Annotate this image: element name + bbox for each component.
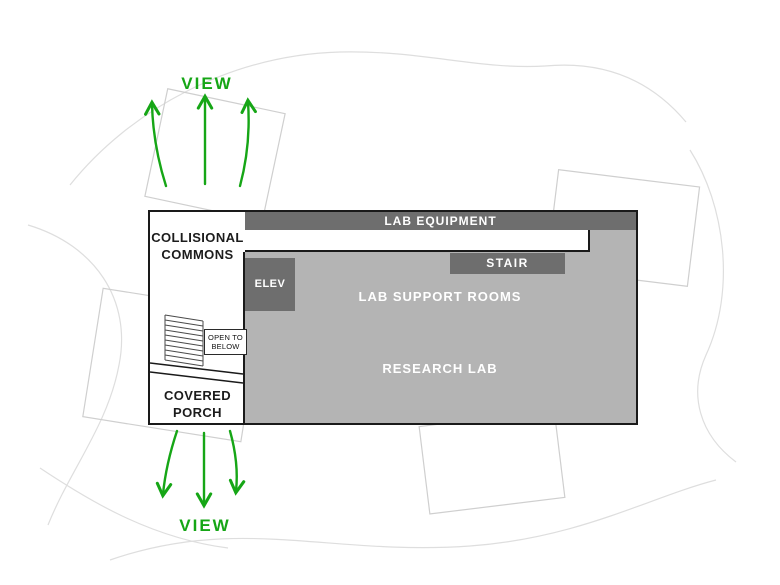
collisional-commons-label: COLLISIONAL COMMONS: [151, 230, 244, 262]
view-arrow-up-left-icon: [144, 99, 168, 188]
research-building-outline: LAB EQUIPMENT STAIR ELEV LAB SUPPORT ROO…: [148, 210, 638, 425]
view-label-top: VIEW: [181, 74, 233, 93]
lab-equipment-room: LAB EQUIPMENT: [245, 212, 636, 230]
corridor: [245, 230, 590, 252]
lab-equipment-label: LAB EQUIPMENT: [384, 214, 497, 228]
lab-support-rooms-label: LAB SUPPORT ROOMS: [358, 289, 522, 304]
stair-room: STAIR: [450, 253, 565, 274]
elevator-room: ELEV: [245, 258, 295, 311]
stair-flight-drawing: [164, 314, 204, 367]
view-arrows-bottom: [155, 429, 246, 509]
view-arrow-up-right-icon: [238, 97, 257, 188]
view-arrow-down-left-icon: [155, 429, 179, 499]
stair-label: STAIR: [486, 256, 529, 270]
research-lab-label: RESEARCH LAB: [382, 361, 498, 376]
elevator-label: ELEV: [254, 278, 286, 290]
open-to-below-tag: OPEN TO BELOW: [204, 329, 247, 355]
view-arrow-down-right-icon: [228, 429, 246, 496]
view-label-bottom: VIEW: [179, 516, 231, 535]
view-arrows-top: [144, 93, 257, 188]
covered-porch-label: COVERED PORCH: [163, 388, 232, 420]
porch-wall-lines: [150, 362, 244, 384]
